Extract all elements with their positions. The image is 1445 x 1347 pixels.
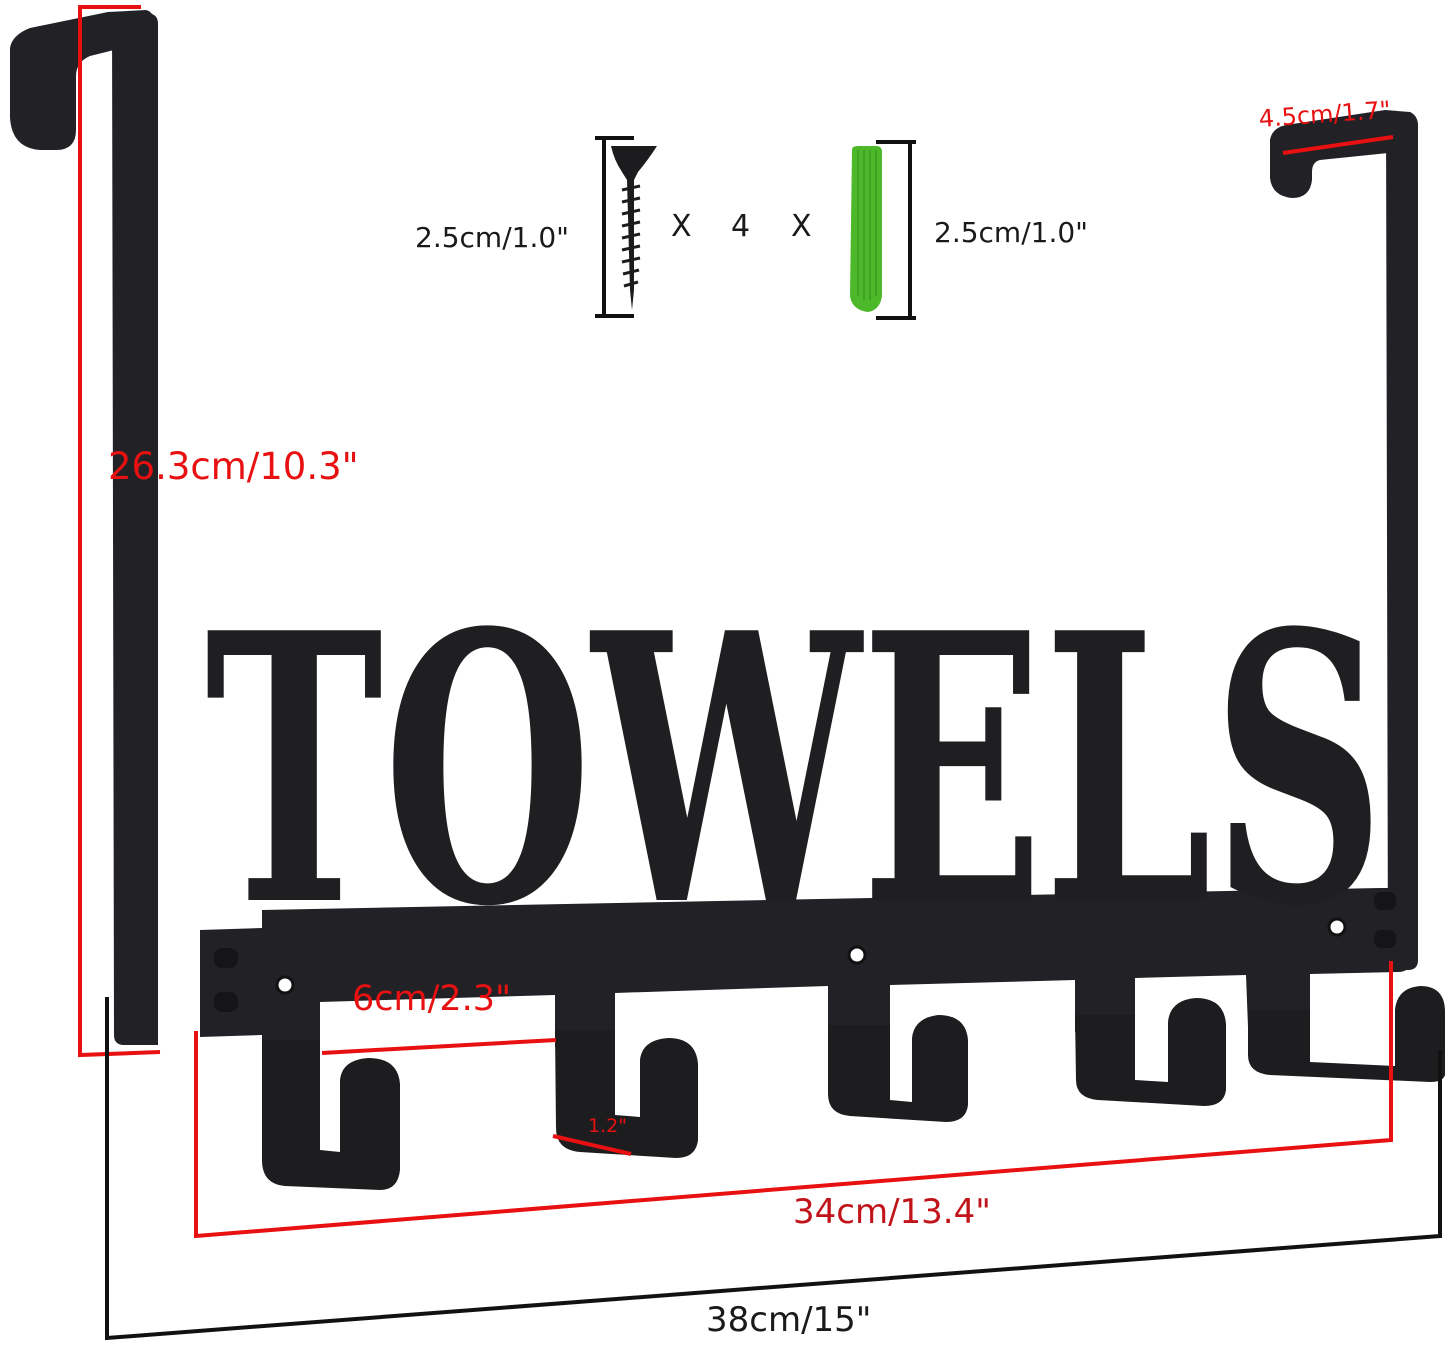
- hook-spacing-line: [321, 1038, 557, 1055]
- screw-length-label: 2.5cm/1.0": [415, 221, 570, 254]
- hook-spacing-label: 6cm/2.3": [352, 979, 512, 1019]
- total-width-dimension-line: [105, 997, 1442, 1341]
- height-label: 26.3cm/10.3": [108, 445, 359, 488]
- towels-sign-text: TOWELS: [205, 554, 1385, 988]
- right-door-hook: [1270, 110, 1418, 970]
- mounting-hole-center: [847, 945, 867, 965]
- height-dimension-line: [78, 5, 161, 1058]
- mounting-hole-left: [275, 975, 295, 995]
- screw-icon: [595, 136, 657, 318]
- door-hook-depth-line: [1282, 135, 1394, 155]
- hook-span-label: 34cm/13.4": [793, 1192, 991, 1232]
- mounting-hole-right: [1327, 917, 1347, 937]
- quantity-x-left: X: [671, 209, 692, 244]
- quantity-value: 4: [731, 209, 751, 244]
- quantity-x-right: X: [791, 209, 812, 244]
- left-door-hook: [10, 10, 158, 1045]
- total-width-label: 38cm/15": [706, 1300, 872, 1340]
- hook-span-dimension-line: [194, 961, 1393, 1239]
- wall-anchor-icon: [850, 140, 916, 320]
- hook-depth-line: [552, 1134, 632, 1156]
- anchor-length-label: 2.5cm/1.0": [934, 216, 1089, 249]
- hook-depth-label: 1.2": [588, 1115, 627, 1137]
- clip-tabs: [214, 892, 1396, 1012]
- mounting-holes: [275, 917, 1347, 995]
- coat-hooks: [262, 986, 1445, 1190]
